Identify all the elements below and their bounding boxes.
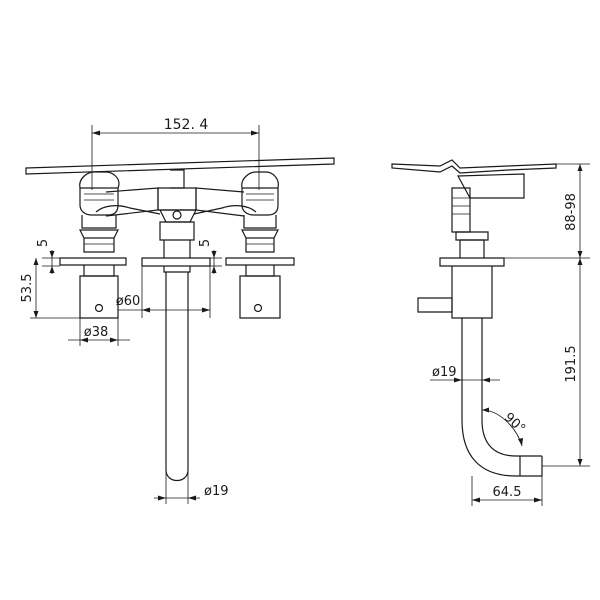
- dimension-spout-diameter: ø19: [154, 470, 229, 504]
- dim-label-gap-right: 5: [198, 239, 213, 247]
- side-handle: [451, 173, 525, 258]
- dim-label-spout-depth: 191.5: [564, 345, 579, 382]
- dim-label-spout-base: ø60: [116, 294, 141, 309]
- dimension-side-spout-diameter: ø19: [430, 365, 500, 383]
- dimension-center-distance: 152. 4: [91, 117, 260, 190]
- dimension-handle-right: 5: [198, 239, 222, 274]
- dimension-handle-diameter: ø38: [68, 318, 130, 346]
- dim-label-spout-reach: 64.5: [493, 485, 522, 500]
- dim-label-side-spout-diameter: ø19: [432, 365, 457, 380]
- dimension-handle-left: 5 53.5: [20, 239, 80, 319]
- dimension-side-vertical: 88-98 191.5: [504, 163, 590, 467]
- side-valve-body: [417, 257, 505, 319]
- spout-top: [159, 169, 197, 223]
- dimension-bend-angle: 90°: [481, 407, 528, 447]
- dim-label-center-distance: 152. 4: [164, 117, 209, 133]
- dim-label-spout-diameter: ø19: [204, 484, 229, 499]
- crossbar-body: [95, 187, 257, 217]
- dimension-spout-base: ø60: [116, 266, 211, 318]
- center-spout-body: [141, 221, 211, 482]
- dim-label-gap-left: 5: [36, 239, 51, 247]
- dim-label-handle-height-range: 88-98: [564, 193, 579, 231]
- front-view: 152. 4: [20, 117, 335, 504]
- side-countertop-plate: [391, 159, 557, 174]
- dim-label-handle-diameter: ø38: [84, 325, 109, 340]
- left-handle: [79, 171, 120, 229]
- countertop-plate: [25, 157, 335, 175]
- side-view: 88-98 191.5 ø19 90° 64.5: [391, 159, 590, 506]
- dim-label-bend-angle: 90°: [501, 410, 528, 437]
- dimension-spout-reach: 64.5: [471, 476, 543, 506]
- right-handle: [241, 171, 279, 229]
- dim-label-handle-height: 53.5: [20, 274, 35, 303]
- right-valve-body: [225, 229, 295, 319]
- side-spout-pipe: [461, 318, 543, 477]
